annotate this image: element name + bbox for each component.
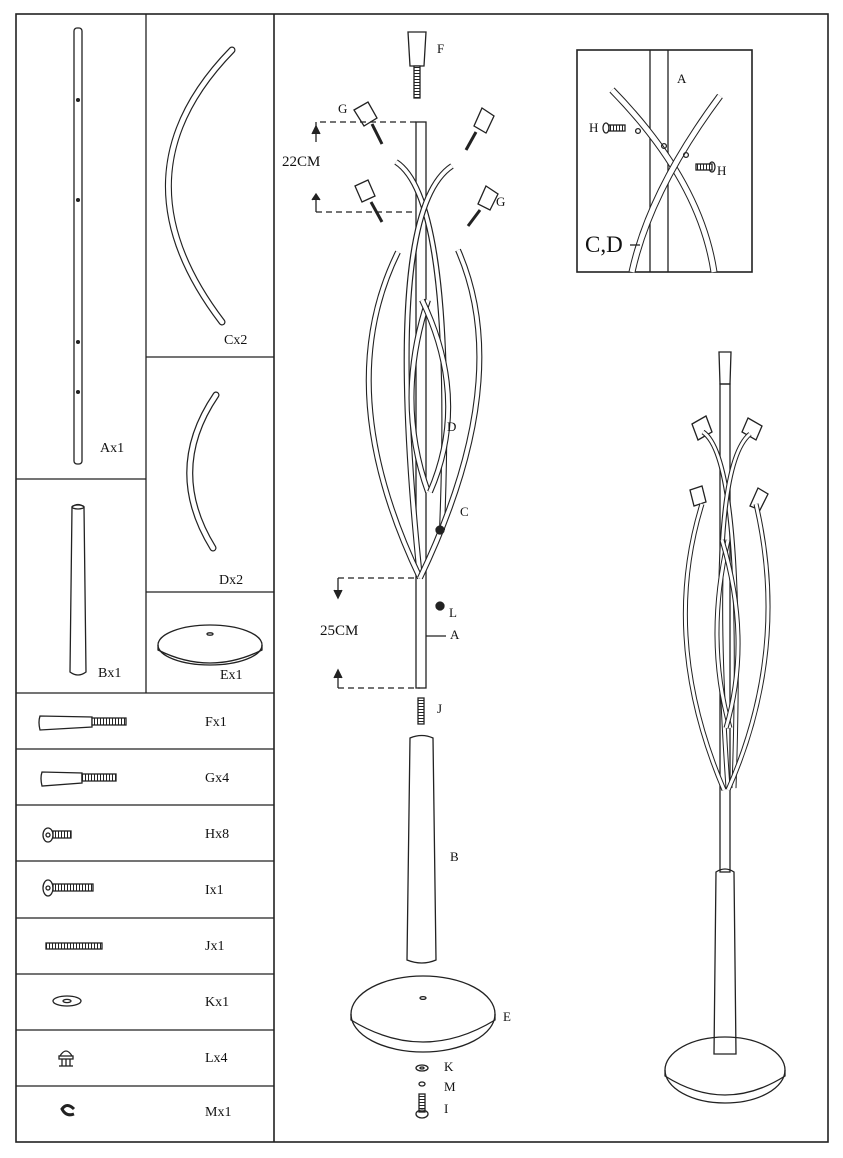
part-b-tube bbox=[69, 503, 87, 676]
part-a-pole bbox=[73, 27, 83, 465]
detail-callout-h-left: H bbox=[589, 120, 599, 135]
hardware-l-icon bbox=[58, 1050, 74, 1067]
callout-a: A bbox=[450, 627, 460, 642]
hardware-j-icon bbox=[45, 942, 103, 950]
hardware-h-label: Hx8 bbox=[205, 827, 230, 842]
callout-b: B bbox=[450, 849, 459, 864]
callout-k: K bbox=[444, 1059, 454, 1074]
callout-f: F bbox=[437, 41, 445, 56]
hardware-f-icon bbox=[38, 715, 127, 731]
callout-j: J bbox=[437, 701, 443, 716]
hardware-h-icon bbox=[42, 827, 72, 843]
callout-l: L bbox=[449, 605, 457, 620]
callout-g-bottom: G bbox=[496, 194, 506, 209]
detail-callout-h-right: H bbox=[717, 163, 727, 178]
assembled-stand bbox=[664, 351, 786, 1104]
detail-callout-cd: C,D bbox=[585, 232, 623, 257]
dimension-22cm: 22CM bbox=[282, 154, 321, 170]
part-b-label: Bx1 bbox=[98, 666, 122, 681]
frame-lines bbox=[15, 13, 829, 1143]
hardware-g-label: Gx4 bbox=[205, 771, 230, 786]
detail-callout-a: A bbox=[677, 71, 687, 86]
hardware-m-icon bbox=[60, 1104, 76, 1117]
callout-i: I bbox=[444, 1101, 449, 1116]
hardware-k-label: Kx1 bbox=[205, 995, 230, 1010]
callout-g-top: G bbox=[338, 101, 348, 116]
hardware-l-label: Lx4 bbox=[205, 1051, 228, 1066]
callout-m: M bbox=[444, 1079, 456, 1094]
part-e-label: Ex1 bbox=[220, 668, 243, 683]
callout-d: D bbox=[447, 419, 457, 434]
dimension-25cm: 25CM bbox=[320, 623, 359, 639]
hardware-f-label: Fx1 bbox=[205, 715, 227, 730]
callout-e: E bbox=[503, 1009, 511, 1024]
hardware-j-label: Jx1 bbox=[205, 939, 225, 954]
part-e-base bbox=[157, 624, 263, 666]
exploded-assembly bbox=[311, 31, 499, 1119]
hardware-m-label: Mx1 bbox=[205, 1105, 232, 1120]
part-d-arc bbox=[186, 391, 220, 552]
hardware-k-icon bbox=[52, 995, 82, 1007]
part-c-label: Cx2 bbox=[224, 333, 248, 348]
part-c-arc bbox=[164, 46, 236, 326]
hardware-i-label: Ix1 bbox=[205, 883, 224, 898]
part-d-label: Dx2 bbox=[219, 573, 244, 588]
hardware-i-icon bbox=[42, 879, 94, 897]
hardware-g-icon bbox=[40, 771, 117, 787]
callout-c: C bbox=[460, 504, 469, 519]
part-a-label: Ax1 bbox=[100, 441, 125, 456]
detail-inset bbox=[576, 49, 753, 273]
